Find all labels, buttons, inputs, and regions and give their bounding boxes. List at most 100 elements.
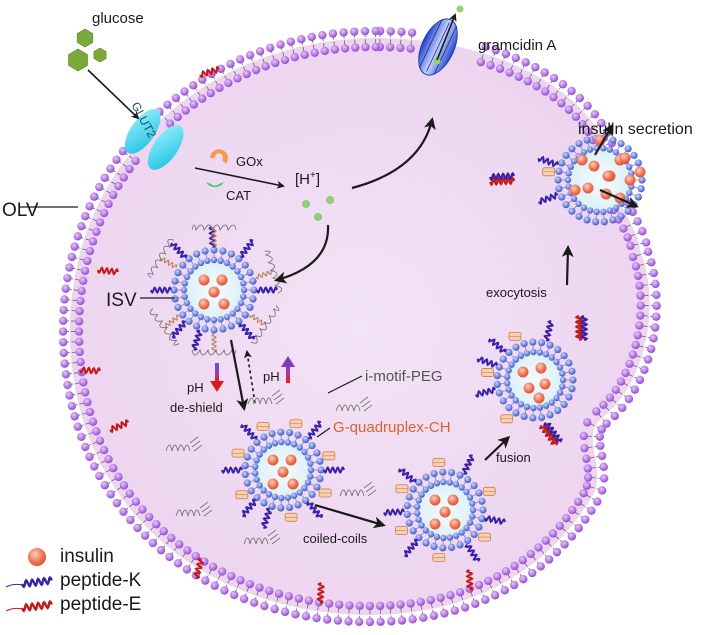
lipid-head xyxy=(431,543,438,550)
lipid-head xyxy=(252,66,260,74)
peptide-k-helix-icon xyxy=(0,569,60,593)
lipid-head xyxy=(286,504,293,511)
lipid-head xyxy=(625,145,632,152)
lipid-head xyxy=(469,500,475,506)
lipid-head xyxy=(95,183,103,191)
lipid-head xyxy=(453,533,459,539)
lipid-head xyxy=(217,316,223,322)
lipid-head xyxy=(538,339,545,346)
lipid-head xyxy=(396,600,404,608)
lipid-head xyxy=(531,63,539,71)
lipid-head xyxy=(131,157,139,165)
lipid-head xyxy=(109,191,117,199)
lipid-head xyxy=(309,491,316,498)
lipid-head xyxy=(62,370,70,378)
lipid-head xyxy=(355,602,363,610)
lipid-head xyxy=(494,381,501,388)
lipid-head xyxy=(256,47,264,55)
lipid-head xyxy=(269,430,276,437)
lipid-head xyxy=(414,510,420,516)
lipid-head xyxy=(415,516,421,522)
lipid-head xyxy=(456,541,463,548)
lipid-head xyxy=(75,317,83,325)
lipid-head xyxy=(361,43,369,51)
lipid-head xyxy=(291,610,299,618)
lipid-head xyxy=(505,68,513,76)
lipid-head xyxy=(109,464,117,472)
lipid-head xyxy=(583,418,591,426)
lipid-head xyxy=(70,412,78,420)
lipid-head xyxy=(505,386,511,392)
peptide-e-helix-icon xyxy=(0,593,60,617)
lipid-head xyxy=(95,472,103,480)
lipid-head xyxy=(467,519,473,525)
lipid-head xyxy=(89,418,97,426)
lipid-head xyxy=(309,442,316,449)
lipid-head xyxy=(236,576,244,584)
lipid-head xyxy=(398,616,406,624)
lipid-head xyxy=(558,193,565,200)
lipid-head xyxy=(553,359,559,365)
lipid-head xyxy=(75,337,83,345)
cat-label: CAT xyxy=(226,189,251,202)
lipid-head xyxy=(361,27,369,35)
lipid-head xyxy=(626,164,632,170)
lipid-head xyxy=(463,489,469,495)
glucose-molecule xyxy=(69,49,88,71)
lipid-head xyxy=(63,381,71,389)
lipid-head xyxy=(76,358,84,366)
lipid-head xyxy=(448,544,455,551)
lipid-head xyxy=(171,295,178,302)
lipid-head xyxy=(652,302,660,310)
lipid-head xyxy=(560,540,568,548)
coiled-coils-label: coiled-coils xyxy=(303,532,367,545)
glucose-molecule xyxy=(94,48,106,62)
lipid-head xyxy=(387,617,395,625)
lipid-head xyxy=(242,471,249,478)
lipid-head xyxy=(230,310,236,316)
lipid-head xyxy=(652,312,660,320)
lipid-head xyxy=(587,146,593,152)
lipid-head xyxy=(431,470,438,477)
lipid-head xyxy=(575,201,581,207)
lipid-head xyxy=(101,174,109,182)
insulin-molecule xyxy=(524,383,535,394)
lipid-head xyxy=(224,314,230,320)
lipid-head xyxy=(68,253,76,261)
lipid-head xyxy=(227,572,235,580)
lipid-head xyxy=(252,470,258,476)
lipid-head xyxy=(376,602,384,610)
lipid-head xyxy=(92,228,100,236)
lipid-head xyxy=(302,612,310,620)
insulin-molecule xyxy=(589,161,600,172)
lipid-head xyxy=(75,327,83,335)
lipid-head xyxy=(246,580,254,588)
lipid-head xyxy=(617,140,624,147)
lipid-head xyxy=(345,601,353,609)
ph-down-arrow-shaft xyxy=(215,363,219,383)
g-quadruplex xyxy=(257,422,269,430)
ph-up-arrow-shaft xyxy=(286,365,290,383)
lipid-head xyxy=(524,77,532,85)
insulin-molecule xyxy=(440,507,451,518)
lipid-head xyxy=(567,87,575,95)
lipid-head xyxy=(248,487,255,494)
lipid-head xyxy=(647,345,655,353)
lipid-head xyxy=(596,442,604,450)
legend-item-peptide-e: peptide-E xyxy=(0,593,200,617)
lipid-head xyxy=(554,407,561,414)
lipid-head xyxy=(477,58,485,66)
lipid-head xyxy=(68,402,76,410)
lipid-head xyxy=(494,372,501,379)
lipid-head xyxy=(469,513,475,519)
lipid-head xyxy=(419,614,427,622)
lipid-head xyxy=(510,562,518,570)
lipid-head xyxy=(371,43,379,51)
released-insulin xyxy=(577,155,588,166)
lipid-head xyxy=(386,43,394,51)
lipid-head xyxy=(592,407,600,415)
gox-label: GOx xyxy=(236,155,263,168)
lipid-head xyxy=(508,392,514,398)
lipid-head xyxy=(434,480,440,486)
lipid-head xyxy=(426,596,434,604)
